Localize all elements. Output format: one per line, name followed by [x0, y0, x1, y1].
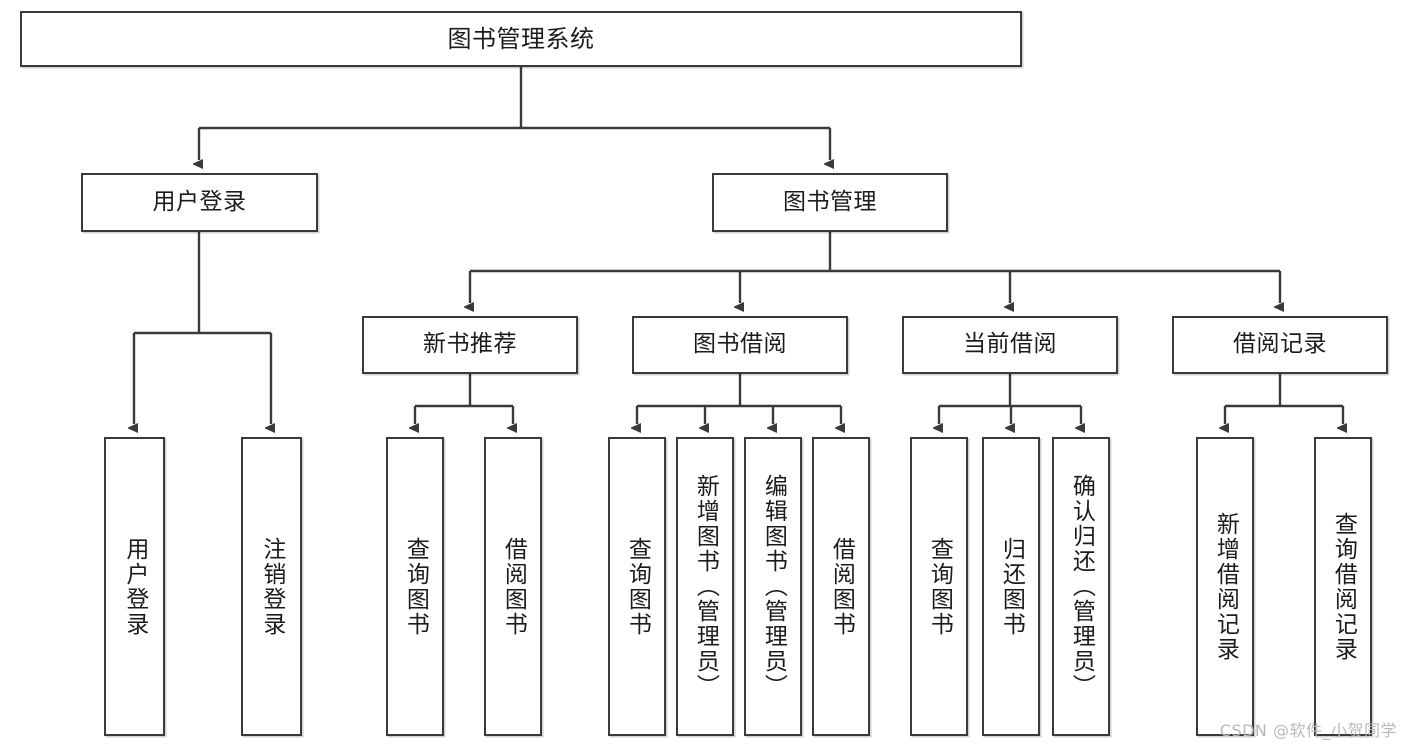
leaf-record-add-label: 新增借阅记录	[1212, 511, 1239, 662]
leaf-user-logout[interactable]: 注销登录	[241, 437, 302, 736]
leaf-borrow-lend-book-label: 借阅图书	[828, 536, 855, 637]
node-user-login[interactable]: 用户登录	[81, 173, 318, 232]
node-current-borrow-label: 当前借阅	[963, 331, 1057, 358]
leaf-borrow-add-book-label: 新增图书（管理员）	[692, 474, 719, 699]
leaf-record-search-label: 查询借阅记录	[1330, 511, 1357, 662]
node-book-manage-label: 图书管理	[783, 188, 877, 215]
leaf-current-confirm-return-label: 确认归还（管理员）	[1068, 474, 1095, 699]
leaf-current-return-book[interactable]: 归还图书	[982, 437, 1040, 736]
node-root-system[interactable]: 图书管理系统	[20, 11, 1022, 67]
leaf-current-query-book-label: 查询图书	[926, 536, 953, 637]
leaf-current-return-book-label: 归还图书	[998, 536, 1025, 637]
node-new-book-recommend[interactable]: 新书推荐	[362, 316, 578, 374]
leaf-user-login[interactable]: 用户登录	[104, 437, 165, 736]
leaf-borrow-add-book[interactable]: 新增图书（管理员）	[676, 437, 734, 736]
leaf-recommend-query-book[interactable]: 查询图书	[386, 437, 444, 736]
leaf-recommend-query-book-label: 查询图书	[402, 536, 429, 637]
node-new-book-recommend-label: 新书推荐	[423, 331, 517, 358]
leaf-borrow-edit-book[interactable]: 编辑图书（管理员）	[744, 437, 802, 736]
leaf-borrow-lend-book[interactable]: 借阅图书	[812, 437, 870, 736]
leaf-user-login-label: 用户登录	[121, 536, 148, 637]
leaf-recommend-borrow-book[interactable]: 借阅图书	[484, 437, 542, 736]
leaf-record-add[interactable]: 新增借阅记录	[1196, 437, 1254, 736]
node-book-borrow-label: 图书借阅	[693, 331, 787, 358]
node-borrow-record-label: 借阅记录	[1233, 331, 1327, 358]
node-book-manage[interactable]: 图书管理	[712, 173, 948, 232]
leaf-user-logout-label: 注销登录	[258, 536, 285, 637]
node-borrow-record[interactable]: 借阅记录	[1172, 316, 1388, 374]
leaf-borrow-query-book-label: 查询图书	[624, 536, 651, 637]
leaf-record-search[interactable]: 查询借阅记录	[1314, 437, 1372, 736]
node-root-system-label: 图书管理系统	[447, 24, 595, 53]
leaf-borrow-query-book[interactable]: 查询图书	[608, 437, 666, 736]
node-book-borrow[interactable]: 图书借阅	[632, 316, 848, 374]
leaf-current-confirm-return[interactable]: 确认归还（管理员）	[1052, 437, 1110, 736]
leaf-current-query-book[interactable]: 查询图书	[910, 437, 968, 736]
node-user-login-label: 用户登录	[152, 188, 247, 215]
leaf-recommend-borrow-book-label: 借阅图书	[500, 536, 527, 637]
csdn-watermark: CSDN @软件_小贺同学	[1219, 721, 1397, 740]
leaf-borrow-edit-book-label: 编辑图书（管理员）	[760, 474, 787, 699]
node-current-borrow[interactable]: 当前借阅	[902, 316, 1118, 374]
